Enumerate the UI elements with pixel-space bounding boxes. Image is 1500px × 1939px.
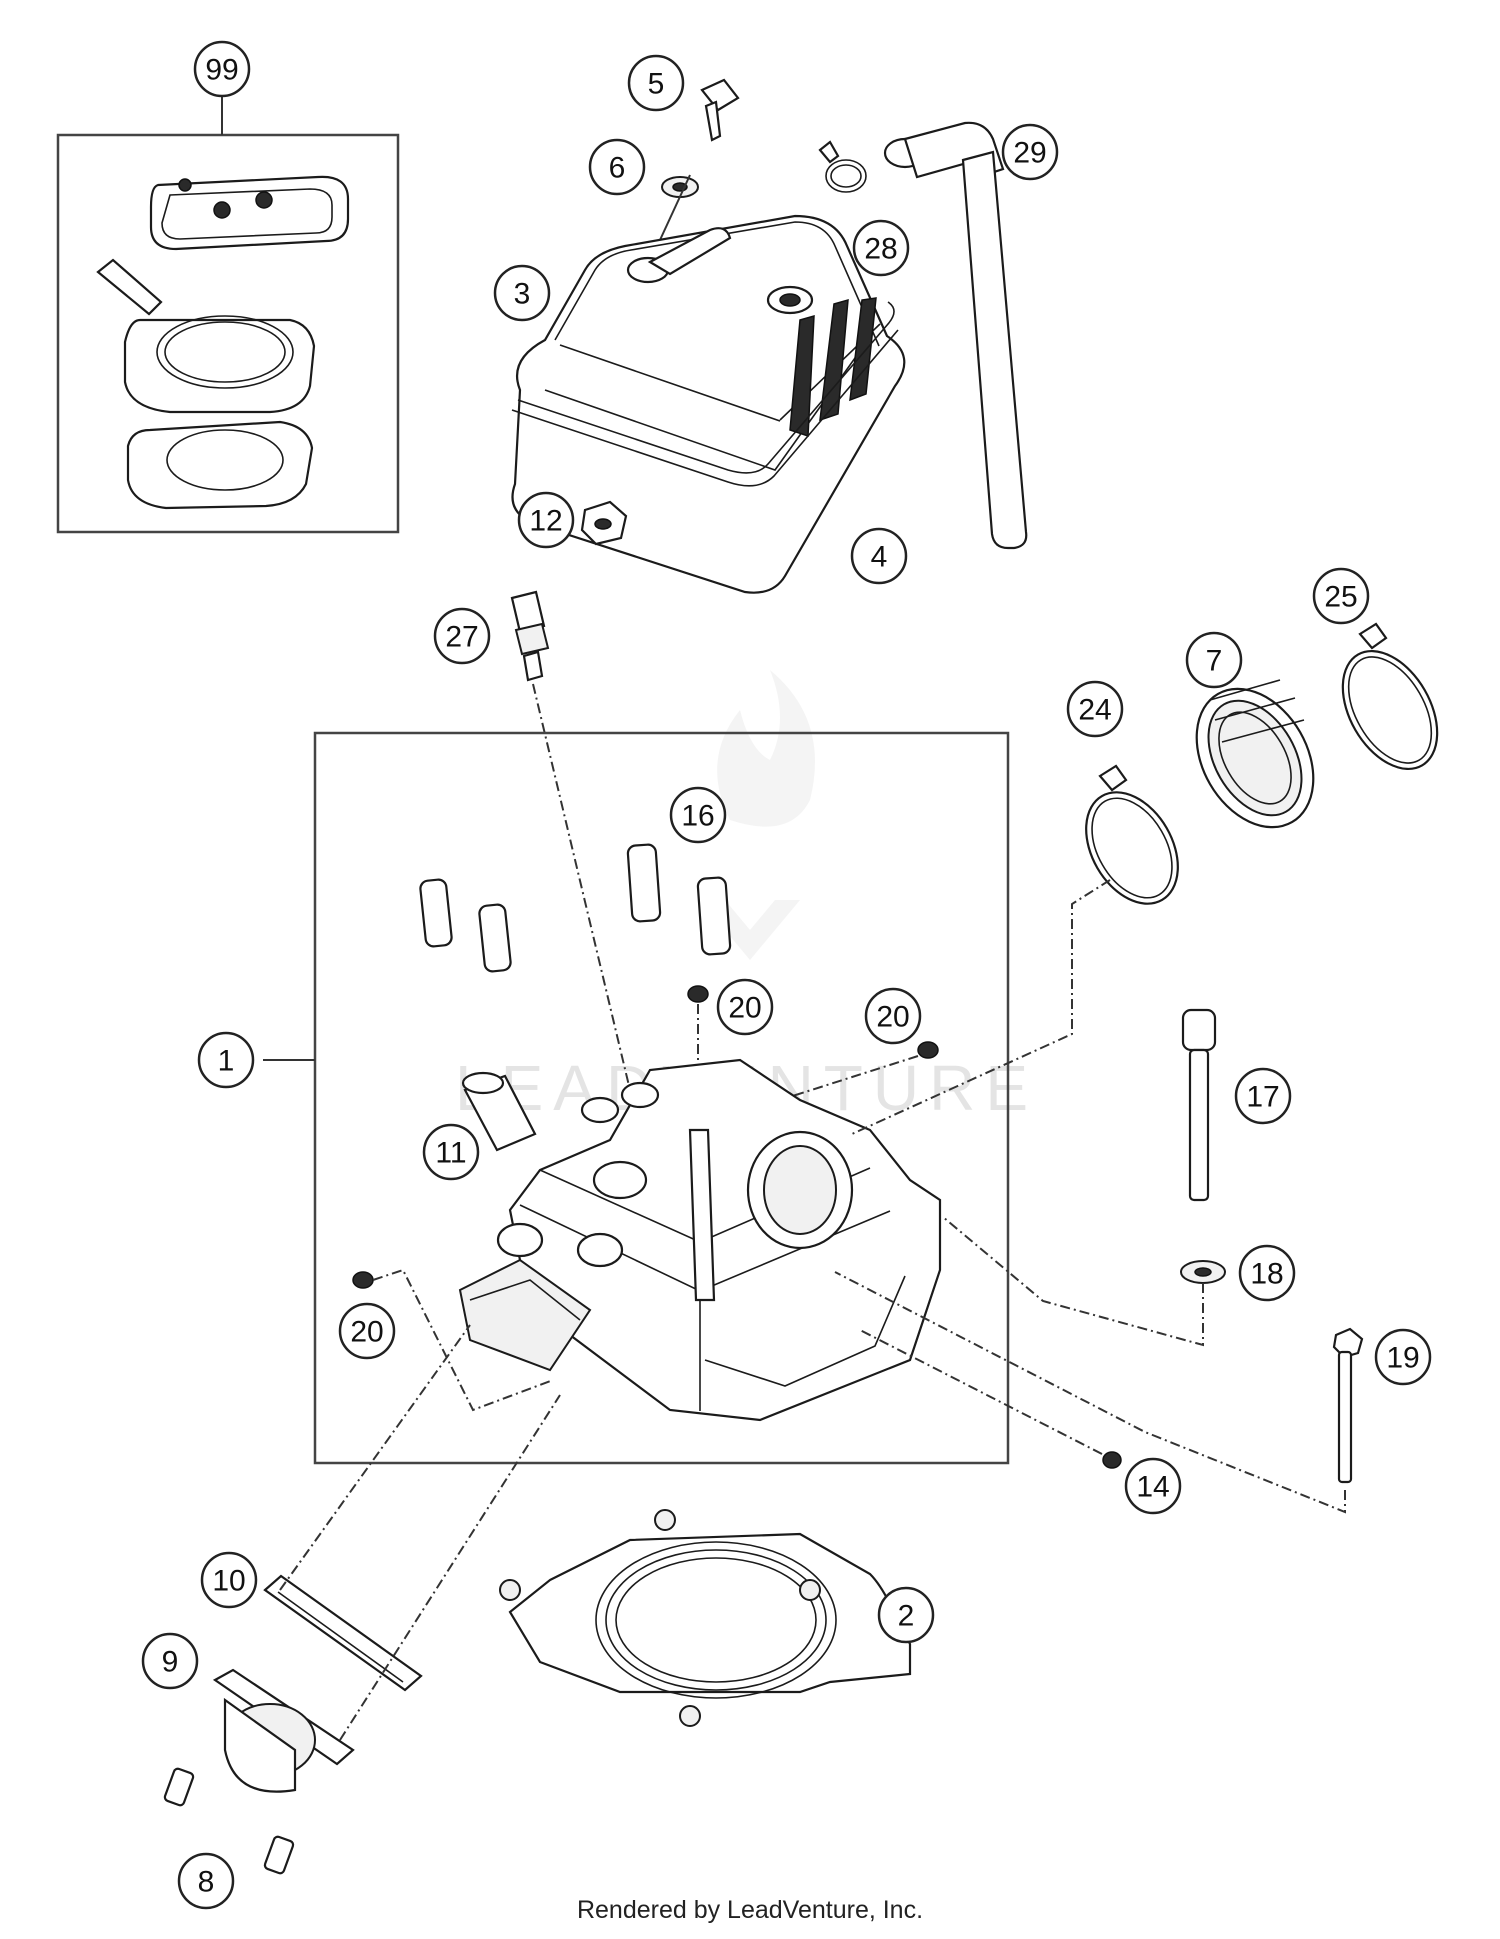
svg-text:16: 16	[681, 800, 714, 833]
bolt-17	[1181, 1008, 1217, 1202]
callout-5: 5	[627, 54, 685, 112]
gasket-set-parts	[96, 175, 350, 510]
callout-11: 11	[422, 1123, 480, 1181]
svg-text:6: 6	[609, 152, 626, 185]
callout-7: 7	[1185, 631, 1243, 689]
svg-text:27: 27	[445, 621, 478, 654]
callout-19: 19	[1374, 1328, 1432, 1386]
svg-text:1: 1	[218, 1045, 235, 1078]
callout-3: 3	[493, 264, 551, 322]
valve-cover-3	[511, 214, 906, 594]
washer-18	[1180, 1260, 1226, 1284]
gasket-set-box	[56, 133, 400, 534]
callout-6: 6	[588, 138, 646, 196]
svg-text:14: 14	[1136, 1471, 1169, 1504]
bolt-20-right	[917, 1041, 939, 1059]
svg-text:3: 3	[514, 278, 531, 311]
cylinder-head-box	[313, 731, 1010, 1465]
intake-adapter-9	[212, 1668, 355, 1793]
callout-8: 8	[177, 1852, 235, 1910]
callout-24: 24	[1066, 680, 1124, 738]
callout-27: 27	[433, 607, 491, 665]
cylinder-head-1	[458, 1058, 942, 1422]
bolt-20-center	[687, 985, 709, 1003]
svg-text:2: 2	[898, 1600, 915, 1633]
svg-text:19: 19	[1386, 1342, 1419, 1375]
bolt-19	[1332, 1327, 1364, 1484]
callout-12: 12	[517, 491, 575, 549]
callout-20-right: 20	[864, 987, 922, 1045]
callout-4: 4	[850, 527, 908, 585]
callout-9: 9	[141, 1632, 199, 1690]
callout-99: 99	[193, 40, 251, 98]
callout-29: 29	[1001, 123, 1059, 181]
hose-clamp-28	[818, 140, 867, 193]
svg-text:18: 18	[1250, 1258, 1283, 1291]
bolt-20-left	[352, 1271, 374, 1289]
callout-10: 10	[200, 1551, 258, 1609]
svg-text:17: 17	[1246, 1081, 1279, 1114]
callout-14: 14	[1124, 1457, 1182, 1515]
callout-20-left: 20	[338, 1302, 396, 1360]
svg-text:20: 20	[728, 992, 761, 1025]
sleeve-11	[461, 1071, 537, 1152]
svg-text:9: 9	[162, 1646, 179, 1679]
callout-28: 28	[852, 219, 910, 277]
svg-text:12: 12	[529, 505, 562, 538]
callout-16: 16	[669, 786, 727, 844]
callout-18: 18	[1238, 1244, 1296, 1302]
nut-12	[580, 500, 628, 546]
sensor-27	[510, 590, 550, 682]
screw-5	[700, 78, 740, 142]
screws-8	[163, 1767, 295, 1875]
svg-text:11: 11	[435, 1137, 466, 1170]
svg-text:25: 25	[1324, 581, 1357, 614]
callout-1: 1	[197, 1031, 255, 1089]
svg-text:4: 4	[871, 541, 888, 574]
footer-credit: Rendered by LeadVenture, Inc.	[576, 1896, 924, 1924]
hose-clamp-24	[1085, 764, 1179, 905]
gasket-10	[263, 1574, 423, 1692]
callout-25: 25	[1312, 567, 1370, 625]
svg-text:24: 24	[1078, 694, 1111, 727]
intake-flange-7	[1195, 679, 1315, 829]
svg-text:20: 20	[350, 1316, 383, 1349]
seal-washer-6	[661, 176, 699, 198]
svg-text:7: 7	[1206, 645, 1223, 678]
callout-20-center: 20	[716, 978, 774, 1036]
callout-17: 17	[1234, 1067, 1292, 1125]
svg-text:8: 8	[198, 1866, 215, 1899]
svg-text:28: 28	[864, 233, 897, 266]
svg-text:29: 29	[1013, 137, 1046, 170]
hose-clamp-25	[1341, 622, 1439, 771]
svg-text:5: 5	[648, 68, 665, 101]
valve-guides-16	[419, 843, 732, 973]
head-gasket-2	[499, 1509, 912, 1727]
callout-2: 2	[877, 1586, 935, 1644]
hose-29	[883, 121, 1028, 550]
svg-text:20: 20	[876, 1001, 909, 1034]
svg-text:99: 99	[205, 54, 238, 87]
svg-text:10: 10	[212, 1565, 245, 1598]
valve-cover-gasket-4	[511, 301, 899, 487]
screw-14	[1102, 1451, 1122, 1469]
